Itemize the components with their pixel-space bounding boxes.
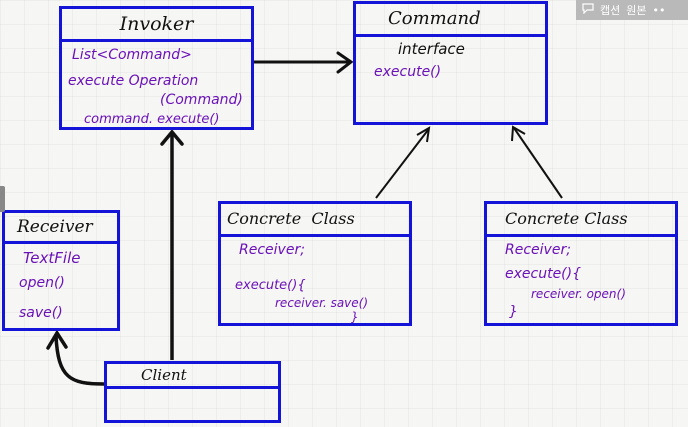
client-title: Client	[107, 364, 278, 389]
concrete-right-close-brace: }	[509, 304, 518, 320]
client-to-receiver-arrowhead	[46, 329, 68, 350]
concrete-right-member-receiver: Receiver;	[505, 242, 571, 258]
concrete-left-to-command-arrow	[375, 129, 429, 199]
invoker-class-box[interactable]: Invoker List<Command> execute Operation …	[59, 6, 254, 130]
client-class-box[interactable]: Client	[104, 361, 281, 423]
receiver-method-open: open()	[19, 275, 65, 291]
concrete-left-method-execute: execute(){	[235, 278, 306, 293]
receiver-class-box[interactable]: Receiver TextFile open() save()	[2, 210, 120, 331]
receiver-method-save: save()	[19, 305, 63, 321]
receiver-member-textfile: TextFile	[23, 249, 81, 267]
concrete-right-call-open: receiver. open()	[531, 287, 626, 301]
command-interface-box[interactable]: Command interface execute()	[353, 1, 548, 125]
invoker-member-command-execute: command. execute()	[84, 112, 220, 127]
original-button[interactable]: 원본	[626, 4, 647, 17]
concrete-left-call-save: receiver. save()	[275, 296, 369, 310]
left-panel-handle[interactable]	[0, 186, 5, 212]
receiver-title: Receiver	[5, 213, 117, 244]
client-to-invoker-arrowhead	[160, 129, 184, 146]
invoker-title: Invoker	[62, 9, 251, 42]
command-stereotype: interface	[398, 40, 465, 58]
client-to-receiver-arrow	[54, 335, 105, 386]
invoker-member-execute-operation: execute Operation	[68, 73, 199, 89]
concrete-right-title: Concrete Class	[487, 204, 675, 237]
invoker-to-command-arrowhead	[336, 51, 354, 74]
concrete-left-to-command-arrowhead	[416, 126, 431, 143]
concrete-right-to-command-arrow	[513, 127, 563, 199]
concrete-right-method-execute: execute(){	[505, 266, 582, 282]
concrete-left-title: Concrete Class	[221, 204, 409, 237]
concrete-left-close-brace: }	[351, 310, 359, 324]
invoker-member-list: List<Command>	[72, 47, 192, 63]
more-menu-icon[interactable]: ••	[652, 3, 666, 17]
caption-icon[interactable]	[582, 3, 594, 17]
command-title: Command	[356, 4, 545, 37]
caption-button[interactable]: 캡션	[600, 4, 621, 17]
concrete-class-left-box[interactable]: Concrete Class Receiver; execute(){ rece…	[218, 201, 412, 326]
concrete-left-member-receiver: Receiver;	[239, 242, 305, 258]
command-method-execute: execute()	[374, 64, 442, 80]
invoker-member-param: (Command)	[160, 92, 243, 108]
viewer-toolbar: 캡션 원본 ••	[576, 0, 688, 20]
concrete-class-right-box[interactable]: Concrete Class Receiver; execute(){ rece…	[484, 201, 678, 326]
concrete-right-to-command-arrowhead	[511, 125, 526, 142]
